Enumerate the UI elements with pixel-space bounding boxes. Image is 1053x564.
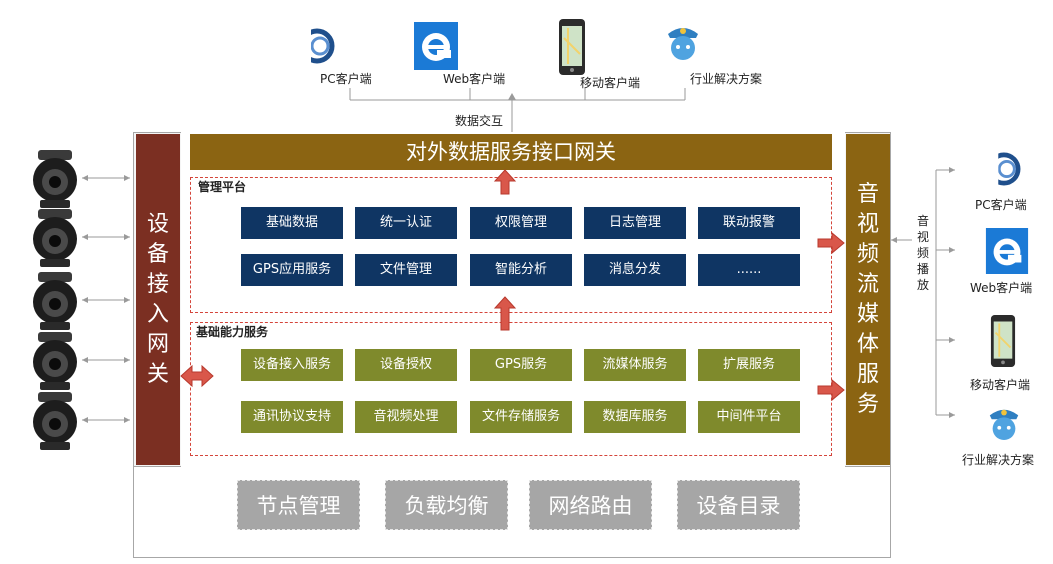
service-item: GPS服务 xyxy=(470,349,572,381)
arrow-up-icon xyxy=(493,169,517,195)
device-access-gateway-label: 设备接入网关 xyxy=(146,211,169,387)
mgmt-item: 权限管理 xyxy=(470,207,572,239)
arrow-right-icon xyxy=(817,231,845,255)
arrow-right-icon xyxy=(817,378,845,402)
client-label: Web客户端 xyxy=(443,72,506,86)
double-arrow-icon xyxy=(180,364,214,388)
client-label: 行业解决方案 xyxy=(962,453,1035,467)
mgmt-item: 日志管理 xyxy=(584,207,686,239)
management-platform-title: 管理平台 xyxy=(198,180,247,194)
load-balancing: 负载均衡 xyxy=(385,480,508,530)
service-item: 中间件平台 xyxy=(698,401,800,433)
pc-client-logo-icon xyxy=(297,28,335,64)
pc-client-logo-icon xyxy=(985,152,1021,186)
client-label: 移动客户端 xyxy=(970,378,1031,392)
police-officer-icon xyxy=(668,28,698,60)
dome-camera-icon xyxy=(33,209,77,267)
ie-browser-icon xyxy=(985,228,1029,274)
basic-services-title: 基础能力服务 xyxy=(196,325,269,339)
service-item: 扩展服务 xyxy=(698,349,800,381)
mgmt-item: 统一认证 xyxy=(355,207,457,239)
mgmt-item: 联动报警 xyxy=(698,207,800,239)
client-label: 移动客户端 xyxy=(580,76,641,90)
mgmt-item: 智能分析 xyxy=(470,254,572,286)
service-item: 音视频处理 xyxy=(355,401,457,433)
service-item: 数据库服务 xyxy=(584,401,686,433)
dome-camera-icon xyxy=(33,392,77,450)
av-streaming-service: 音视频流媒体服务 xyxy=(846,134,890,465)
client-label: PC客户端 xyxy=(975,198,1027,212)
av-streaming-service-label: 音视频流媒体服务 xyxy=(856,181,879,417)
node-management: 节点管理 xyxy=(237,480,360,530)
network-routing: 网络路由 xyxy=(529,480,652,530)
dome-camera-icon xyxy=(33,272,77,330)
device-directory: 设备目录 xyxy=(677,480,800,530)
dome-camera-icon xyxy=(33,332,77,390)
mgmt-item: 消息分发 xyxy=(584,254,686,286)
device-access-gateway: 设备接入网关 xyxy=(136,134,180,465)
mgmt-item: 基础数据 xyxy=(241,207,343,239)
mobile-phone-icon xyxy=(990,315,1016,367)
mgmt-item: 文件管理 xyxy=(355,254,457,286)
service-item: 通讯协议支持 xyxy=(241,401,343,433)
mgmt-item: ...... xyxy=(698,254,800,286)
police-officer-icon xyxy=(989,409,1019,441)
service-item: 设备接入服务 xyxy=(241,349,343,381)
mobile-phone-icon xyxy=(559,19,585,75)
ie-browser-icon xyxy=(414,22,458,70)
service-item: 流媒体服务 xyxy=(584,349,686,381)
mgmt-item: GPS应用服务 xyxy=(241,254,343,286)
client-label: PC客户端 xyxy=(320,72,372,86)
external-data-gateway: 对外数据服务接口网关 xyxy=(190,134,832,170)
av-playback-label: 音视频播放 xyxy=(916,214,929,292)
service-item: 设备授权 xyxy=(355,349,457,381)
data-exchange-label: 数据交互 xyxy=(455,114,504,128)
client-label: 行业解决方案 xyxy=(690,72,763,86)
arrow-up-icon xyxy=(493,296,517,331)
dome-camera-icon xyxy=(33,150,77,208)
service-item: 文件存储服务 xyxy=(470,401,572,433)
client-label: Web客户端 xyxy=(970,281,1033,295)
